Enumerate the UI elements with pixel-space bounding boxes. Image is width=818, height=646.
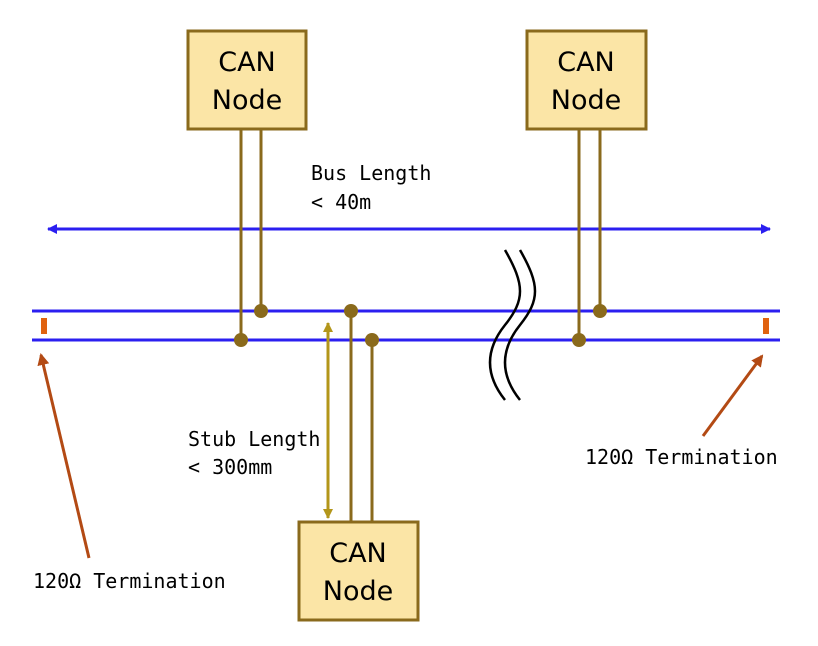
termination-label-right: 120Ω Termination — [585, 445, 778, 469]
can-node-1: CAN Node — [186, 29, 308, 131]
can-node-1-label-line2: Node — [212, 85, 282, 116]
can-node-3-label-line1: CAN — [329, 538, 387, 569]
bus-break-mark — [488, 249, 537, 401]
stub-node-1 — [239, 130, 263, 340]
termination-arrow-right — [701, 354, 764, 437]
can-node-2: CAN Node — [525, 29, 648, 131]
can-node-3: CAN Node — [297, 520, 420, 622]
stub-node-2 — [577, 130, 602, 340]
bus-length-label-line2: < 40m — [311, 190, 371, 214]
can-node-2-label-line2: Node — [551, 85, 621, 116]
termination-label-left: 120Ω Termination — [33, 569, 226, 593]
can-node-2-label-line1: CAN — [557, 47, 615, 78]
termination-resistor-left — [41, 318, 47, 334]
stub-node-3 — [349, 311, 374, 522]
can-node-3-label-line2: Node — [323, 576, 393, 607]
stub-length-label-line1: Stub Length — [188, 427, 320, 451]
stub-length-label-line2: < 300mm — [188, 455, 272, 479]
termination-resistor-right — [763, 318, 769, 334]
junction-dots — [234, 304, 607, 347]
termination-arrow-left — [37, 353, 91, 559]
bus-length-label-line1: Bus Length — [311, 161, 431, 185]
can-node-1-label-line1: CAN — [218, 47, 276, 78]
